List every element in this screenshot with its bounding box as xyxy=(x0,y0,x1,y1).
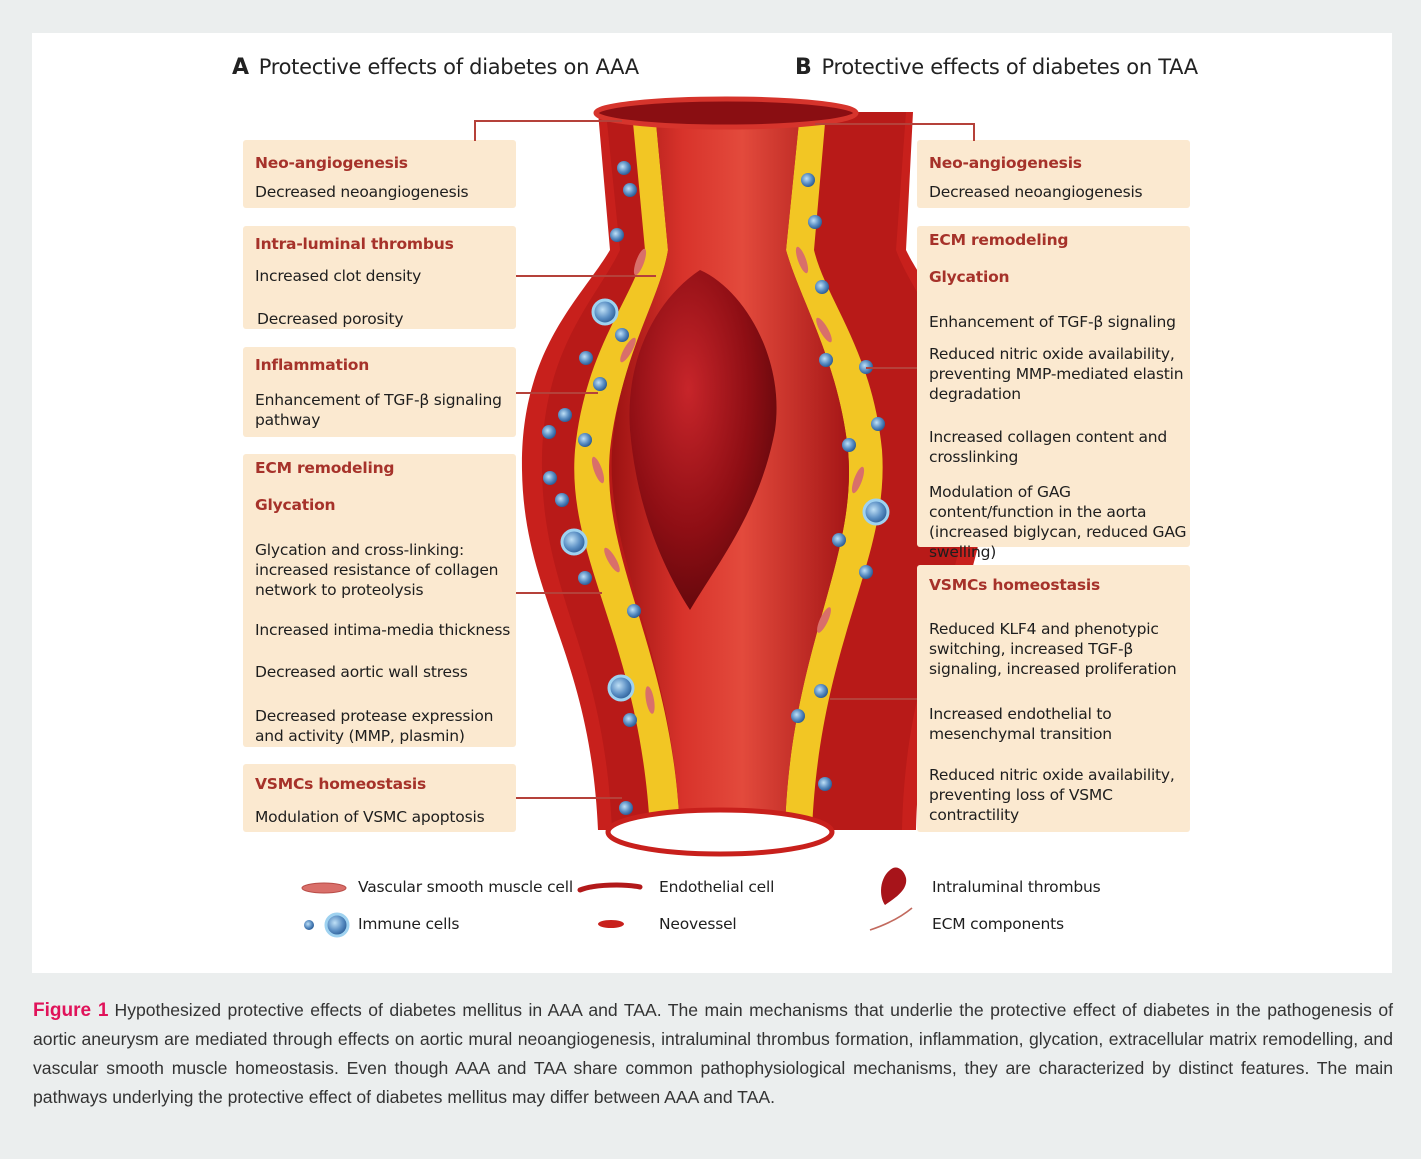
caption-text: Hypothesized protective effects of diabe… xyxy=(33,1000,1393,1107)
immune-legend-icon-small xyxy=(304,920,314,930)
legend-immune-label: Immune cells xyxy=(358,915,459,933)
legend-ecm-label: ECM components xyxy=(932,915,1064,933)
immune-legend-icon-large xyxy=(326,914,348,936)
thrombus-legend-icon xyxy=(881,867,906,905)
figure-label: Figure 1 xyxy=(33,1000,108,1021)
neovessel-legend-icon xyxy=(598,920,624,928)
legend-vsmc-label: Vascular smooth muscle cell xyxy=(358,878,573,896)
legend-endothelial-label: Endothelial cell xyxy=(659,878,774,896)
endothelial-legend-icon xyxy=(580,885,640,890)
vsmc-legend-icon xyxy=(302,883,346,893)
ecm-legend-icon xyxy=(870,908,912,930)
legend-thrombus-label: Intraluminal thrombus xyxy=(932,878,1101,896)
legend-neovessel-label: Neovessel xyxy=(659,915,737,933)
